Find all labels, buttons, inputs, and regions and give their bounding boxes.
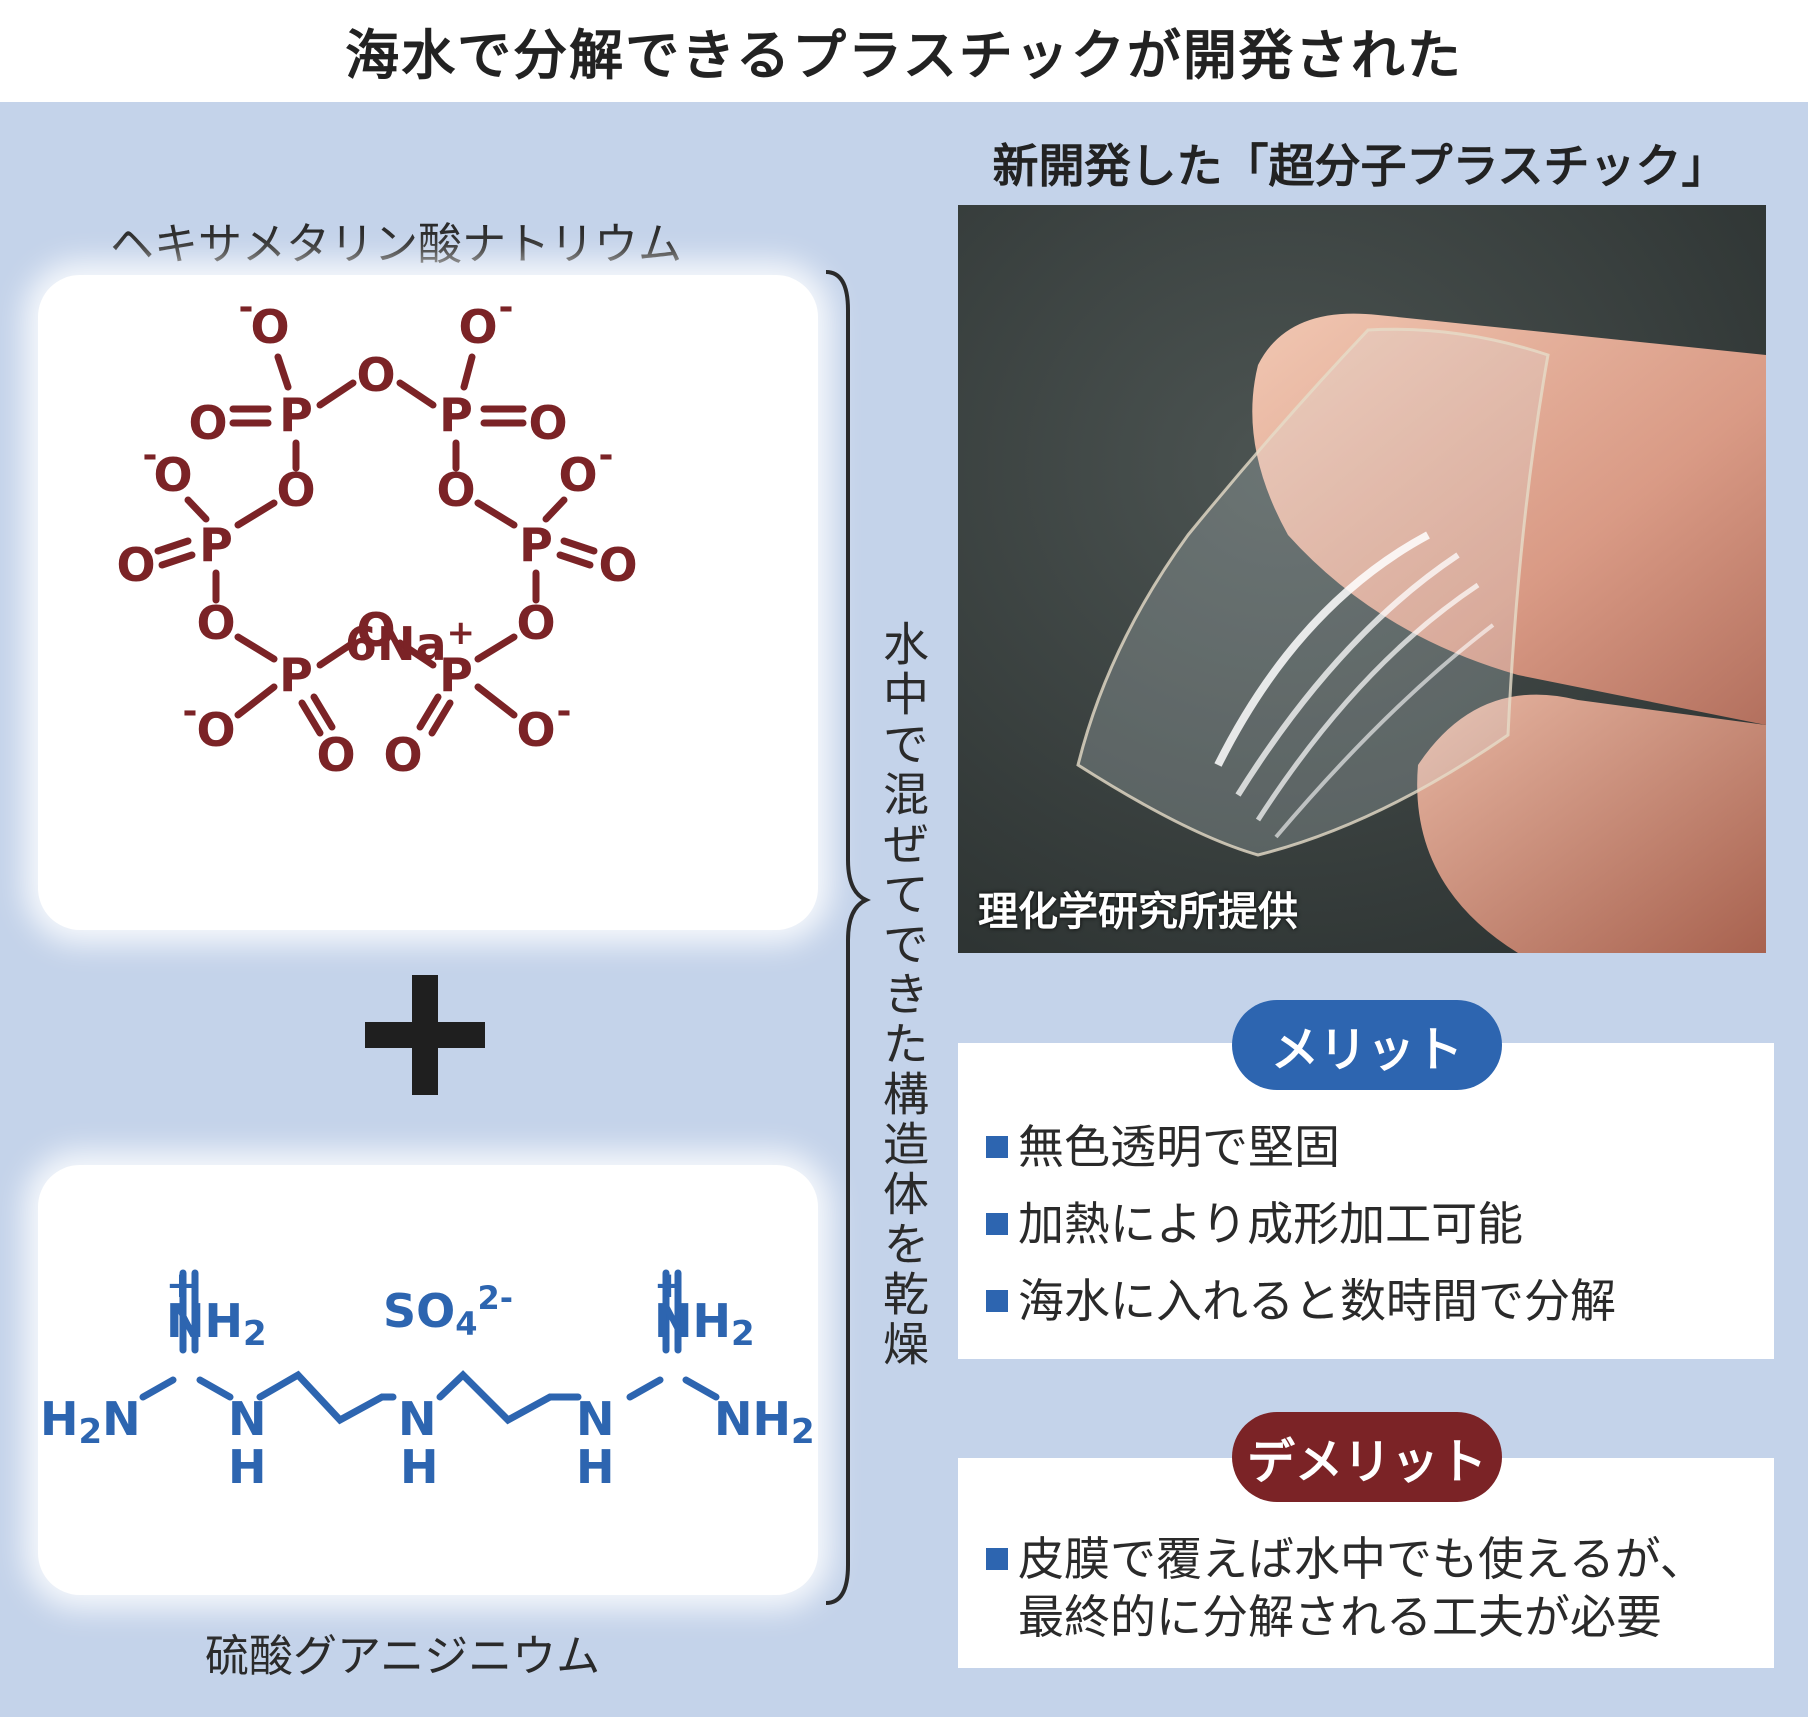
nh-center-n: N [398, 1392, 437, 1446]
guanidinium-structure: + NH2 H2N N H N H N H SO42- + NH2 NH2 [40, 1265, 815, 1494]
atom-o-b13: O [276, 463, 315, 517]
atom-o-t2: O [458, 300, 497, 354]
charge-o-t3: - [143, 435, 158, 476]
bond-p5-od5b [310, 693, 336, 731]
atom-o-b24: O [436, 463, 475, 517]
bond-p4-ot4 [542, 496, 568, 523]
bond-p3-od3a [154, 537, 192, 555]
page-title: 海水で分解できるプラスチックが開発された [345, 23, 1463, 87]
bond-ob13-p3 [234, 499, 278, 529]
nh-center-h: H [400, 1440, 439, 1494]
bullet-icon [986, 1136, 1008, 1158]
atom-p3: P [199, 518, 233, 572]
plus-charge-right: + [654, 1265, 684, 1306]
atom-o-d1: O [188, 396, 227, 450]
plus-icon [365, 975, 485, 1095]
photo-title: 新開発した「超分子プラスチック」 [992, 139, 1728, 193]
atom-p4: P [519, 518, 553, 572]
merit-item-3: 海水に入れると数時間で分解 [986, 1272, 1616, 1330]
sodium-ion-label: 6Na+ [345, 613, 475, 671]
bond-p5-od5a [298, 699, 324, 737]
charge-o-t5: - [183, 691, 198, 732]
hexametaphosphate-label: ヘキサメタリン酸ナトリウム [110, 219, 682, 270]
bond-p6-od6a [428, 699, 454, 737]
demerit-line-2: 最終的に分解される工夫が必要 [1018, 1590, 1662, 1644]
demerit-badge: デメリット [1232, 1412, 1502, 1502]
atom-o-t6: O [516, 703, 555, 757]
atom-o-b56: O [356, 603, 395, 657]
atom-o-t4: O [558, 448, 597, 502]
bond-p1-ot1 [274, 353, 292, 391]
demerit-line-1: 皮膜で覆えば水中でも使えるが、 [1018, 1532, 1706, 1586]
atom-o-t3: O [153, 448, 192, 502]
atom-o-d4: O [598, 538, 637, 592]
bond-ob12-p2 [396, 379, 437, 409]
guanidinium-card: + NH2 H2N N H N H N H SO42- + NH2 NH2 [38, 1165, 818, 1595]
nh2-left: NH2 [166, 1294, 267, 1354]
atom-p6: P [439, 648, 473, 702]
bond-p3-od3b [158, 551, 196, 569]
atom-o-b12: O [356, 348, 395, 402]
nh-right-h: H [576, 1440, 615, 1494]
bond-ob46-p6 [474, 633, 518, 663]
plastic-photo: 理化学研究所提供 [958, 205, 1766, 953]
bond-ob56-p6 [396, 639, 437, 669]
sulfate-ion-label: SO42- [383, 1279, 513, 1343]
atom-o-b46: O [516, 596, 555, 650]
atom-p5: P [279, 648, 313, 702]
plus-charge-left: + [166, 1265, 196, 1306]
charge-o-t4: - [599, 435, 614, 476]
bond-p3-ot3 [184, 496, 210, 523]
nh-left-n: N [228, 1392, 267, 1446]
bond-p5-ot5 [234, 683, 278, 719]
charge-o-t2: - [499, 287, 514, 328]
bond-p6-ot6 [474, 683, 518, 719]
merit-badge: メリット [1232, 1000, 1502, 1090]
atom-o-d2: O [528, 396, 567, 450]
bond-p4-od4b [556, 551, 594, 569]
h2n-left: H2N [40, 1392, 141, 1452]
atom-p1: P [279, 388, 313, 442]
process-description: 水中で混ぜてできた構造体を乾燥 [876, 620, 930, 1370]
bond-p6-od6b [416, 693, 442, 731]
merit-box: 無色透明で堅固 加熱により成形加工可能 海水に入れると数時間で分解 [958, 1043, 1774, 1359]
bullet-icon [986, 1290, 1008, 1312]
plastic-film-image [958, 205, 1766, 953]
photo-credit: 理化学研究所提供 [978, 889, 1298, 935]
nh2-far-right: NH2 [714, 1392, 815, 1452]
nh2-right: NH2 [654, 1294, 755, 1354]
demerit-item: 皮膜で覆えば水中でも使えるが、最終的に分解される工夫が必要 [986, 1530, 1706, 1646]
bullet-icon [986, 1548, 1008, 1570]
bond-ob35-p5 [234, 633, 278, 663]
merit-item-2: 加熱により成形加工可能 [986, 1195, 1523, 1253]
guanidinium-sulfate-label: 硫酸グアニジニウム [205, 1631, 601, 1682]
nh-right-n: N [576, 1392, 615, 1446]
atom-o-d5: O [316, 728, 355, 782]
bond-p4-od4a [560, 537, 598, 555]
charge-o-t1: - [239, 287, 254, 328]
brace-icon [825, 270, 871, 1605]
bullet-icon [986, 1213, 1008, 1235]
atom-o-b35: O [196, 596, 235, 650]
atom-o-t5: O [196, 703, 235, 757]
merit-item-1: 無色透明で堅固 [986, 1118, 1340, 1176]
charge-o-t6: - [557, 691, 572, 732]
bond-p5-ob56 [316, 639, 357, 669]
bond-ob24-p4 [474, 499, 518, 529]
atom-o-d6: O [383, 728, 422, 782]
nh-left-h: H [228, 1440, 267, 1494]
atom-o-t1: O [250, 300, 289, 354]
bond-p2-ot2 [460, 353, 476, 391]
atom-p2: P [439, 388, 473, 442]
bond-p1-ob12 [316, 379, 357, 409]
atom-o-d3: O [116, 538, 155, 592]
